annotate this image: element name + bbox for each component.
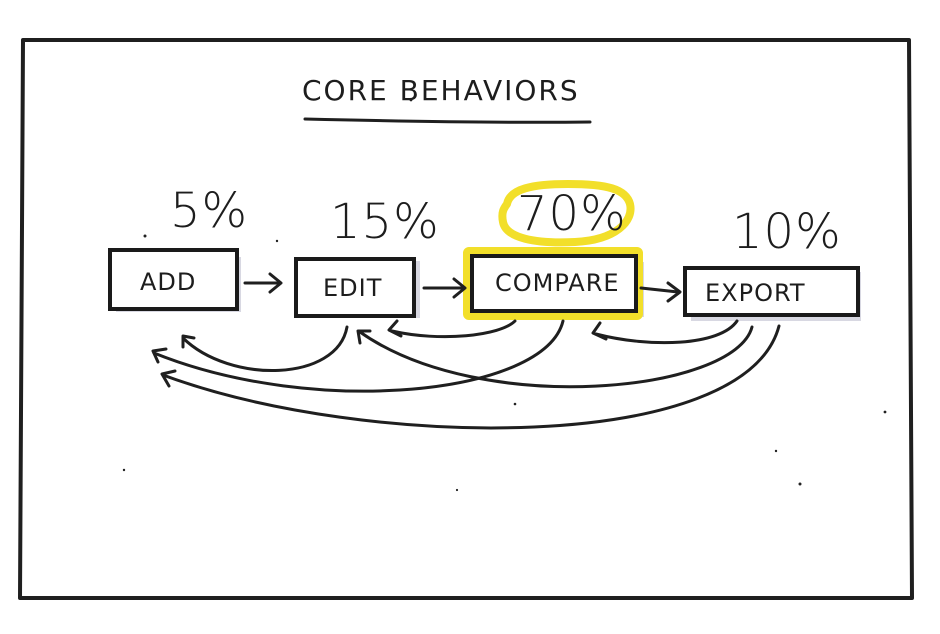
speck: [513, 402, 517, 406]
back-arrowhead-export-to-add: [160, 369, 177, 388]
frame-border: [18, 38, 914, 600]
diagram-title: CORE BEHAVIORS: [302, 74, 580, 107]
speck: [774, 449, 778, 453]
percent-export: 10%: [732, 204, 842, 260]
percent-edit: 15%: [330, 194, 440, 250]
speck: [798, 482, 802, 486]
back-arrowhead-compare-to-edit: [387, 319, 403, 338]
box-edit: [294, 257, 416, 318]
box-label-compare: COMPARE: [495, 269, 620, 297]
title-group: CORE BEHAVIORS: [302, 74, 592, 124]
back-arrowhead-export-to-edit: [356, 329, 372, 345]
speck: [143, 234, 147, 238]
back-arrow-export-to-add: [161, 324, 781, 430]
speck: [455, 488, 459, 492]
speck: [883, 410, 887, 414]
forward-arrows: [243, 272, 682, 303]
behavior-boxes: [108, 248, 860, 318]
speck: [122, 468, 126, 472]
speck: [409, 98, 413, 102]
box-labels: ADD EDIT COMPARE EXPORT: [140, 268, 806, 307]
box-label-export: EXPORT: [705, 279, 806, 307]
box-add: [108, 248, 239, 311]
box-export: [683, 266, 860, 317]
percent-add: 5%: [170, 183, 248, 239]
arrowhead-compare-to-export: [666, 281, 682, 303]
box-compare: [470, 254, 638, 313]
back-arrow-compare-to-edit: [390, 319, 517, 339]
back-arrow-compare-to-add: [152, 319, 565, 393]
back-arrow-edit-to-add: [181, 325, 349, 372]
arrowhead-edit-to-compare: [452, 277, 467, 299]
back-arrow-export-to-edit: [358, 325, 754, 389]
speck: [275, 239, 279, 243]
arrowhead-add-to-edit: [268, 272, 283, 294]
box-label-edit: EDIT: [323, 274, 382, 302]
back-arrowhead-export-to-compare: [591, 321, 608, 341]
box-label-add: ADD: [140, 268, 196, 296]
percent-compare-highlight: [498, 180, 635, 247]
back-arrows: [151, 319, 781, 430]
back-arrowhead-compare-to-add: [151, 347, 168, 364]
title-underline: [303, 117, 592, 124]
percent-compare: 70%: [517, 186, 627, 242]
paper-frame: [18, 38, 914, 600]
arrow-compare-to-export: [639, 286, 680, 294]
back-arrow-export-to-compare: [594, 319, 739, 345]
back-arrowhead-edit-to-add: [181, 334, 196, 349]
paper-specks: [122, 98, 887, 492]
percentages: 5% 15% 70% 10%: [170, 183, 842, 260]
